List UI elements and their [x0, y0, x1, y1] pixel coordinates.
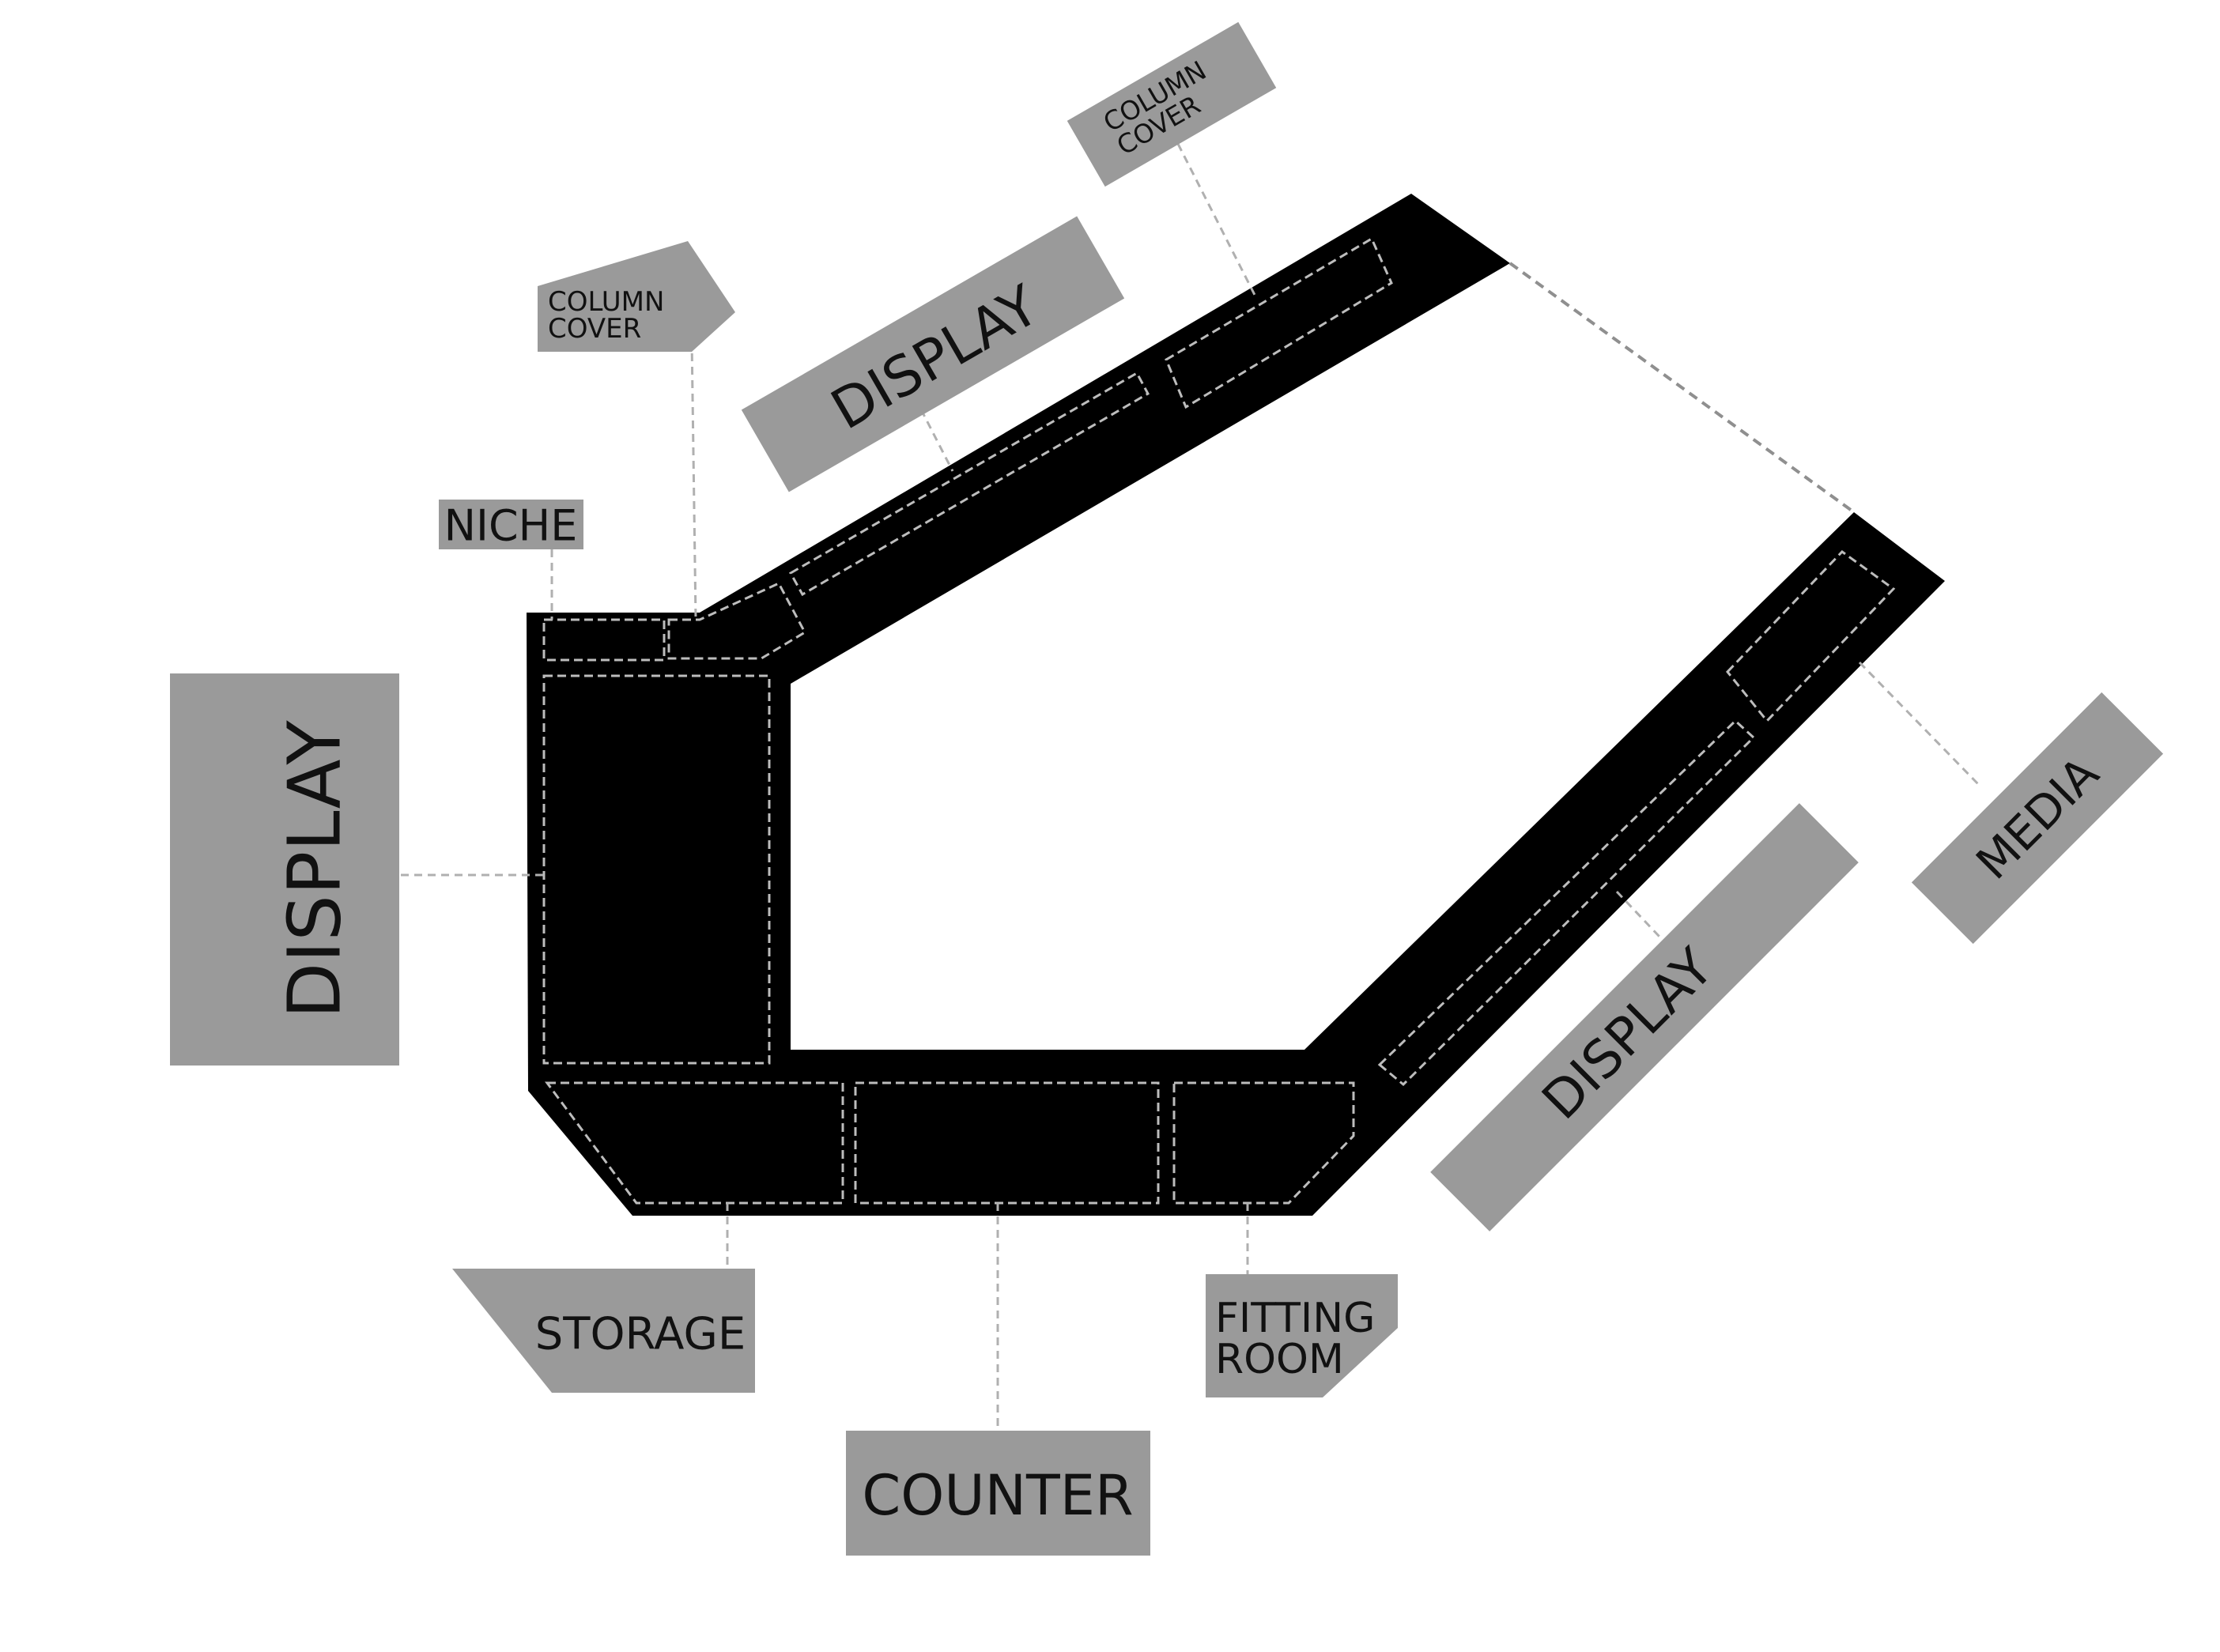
label-niche: NICHE [439, 500, 583, 551]
label-media: MEDIA [1911, 692, 2164, 945]
label-column-cover-top: COLUMN COVER [1067, 21, 1277, 187]
zone-media [1726, 550, 1896, 723]
zone-display-right [1377, 719, 1756, 1087]
label-niche-text: NICHE [444, 501, 578, 551]
zone-niche [542, 618, 666, 662]
zone-display-left [542, 674, 771, 1065]
label-counter: COUNTER [846, 1431, 1150, 1556]
zone-storage [545, 1081, 844, 1205]
label-storage: STORAGE [452, 1269, 755, 1393]
label-counter-text: COUNTER [862, 1463, 1133, 1528]
leader-column-cover-top [1176, 143, 1257, 297]
label-fitting-room: FITTING ROOM [1206, 1274, 1398, 1397]
leader-media-wall [1508, 262, 1856, 514]
leader-display-top [919, 409, 954, 472]
zone-column-cover-left [667, 582, 806, 660]
label-fitting-room-line2: ROOM [1215, 1336, 1344, 1383]
zone-fitting-room [1172, 1081, 1355, 1205]
label-display-left: DISPLAY [170, 673, 399, 1066]
label-fitting-room-line1: FITTING [1215, 1295, 1375, 1342]
zone-counter [854, 1081, 1160, 1205]
zone-display-top [788, 371, 1150, 597]
label-storage-text: STORAGE [535, 1309, 746, 1360]
label-column-cover-left-line2: COVER [548, 313, 641, 345]
dashed-zones [542, 236, 1896, 1205]
leader-column-cover-left [690, 339, 697, 620]
leader-media [1858, 661, 1982, 788]
zone-column-cover-top [1165, 236, 1393, 409]
label-display-left-text: DISPLAY [273, 720, 357, 1019]
label-column-cover-left: COLUMN COVER [538, 241, 735, 352]
fixture-wall-band [527, 194, 1945, 1216]
label-column-cover-left-line1: COLUMN [548, 286, 664, 318]
